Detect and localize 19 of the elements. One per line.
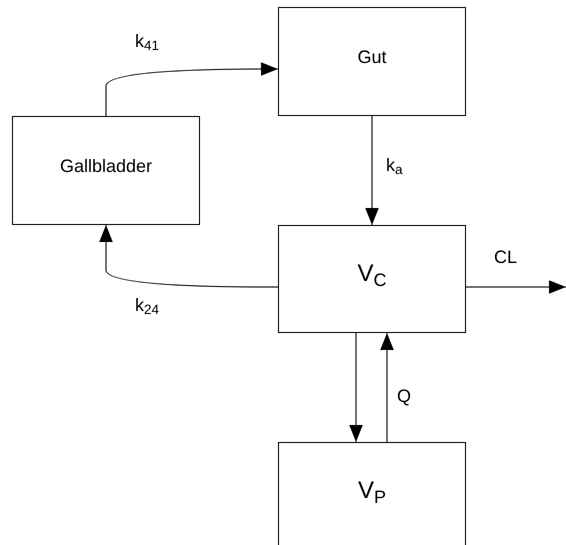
edge-label: k$_{24}$ bbox=[135, 296, 160, 314]
compartment-label: V$_{P}$ bbox=[358, 479, 386, 503]
edge-label: Q bbox=[397, 387, 412, 405]
compartment-box bbox=[12, 116, 200, 225]
compartment-label: Gut bbox=[357, 48, 386, 66]
compartment-box bbox=[278, 225, 466, 333]
compartment-label: Gallbladder bbox=[60, 157, 152, 175]
compartment-label: V$_{C}$ bbox=[357, 262, 386, 286]
arrow bbox=[365, 116, 379, 226]
arrow bbox=[380, 332, 394, 442]
edge-label: k$_{a}$ bbox=[386, 156, 403, 174]
edge-label: k$_{41}$ bbox=[135, 32, 160, 50]
edge-label: CL bbox=[494, 248, 518, 266]
arrow bbox=[106, 62, 278, 116]
arrow bbox=[466, 280, 566, 294]
compartment-box bbox=[278, 442, 466, 545]
compartment-box bbox=[278, 7, 466, 116]
arrow bbox=[349, 332, 363, 442]
arrow bbox=[99, 224, 278, 288]
